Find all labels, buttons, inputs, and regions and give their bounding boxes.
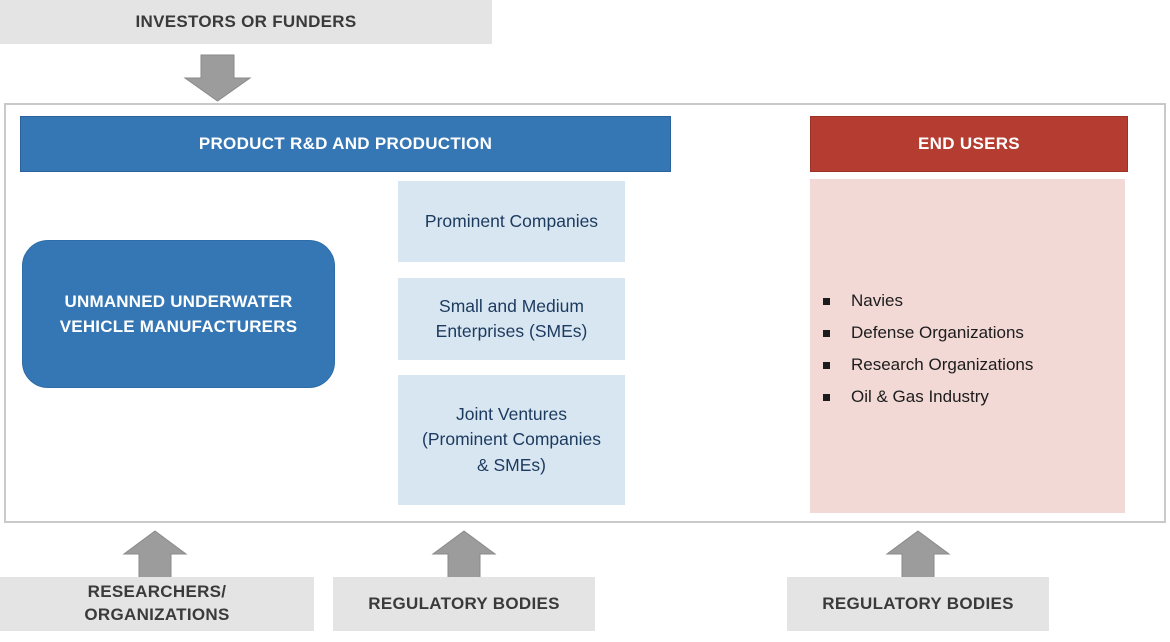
- company-box-smes: Small and Medium Enterprises (SMEs): [398, 278, 625, 360]
- regulatory-bodies-label: REGULATORY BODIES: [368, 593, 560, 613]
- product-rd-header-label: PRODUCT R&D AND PRODUCTION: [198, 134, 493, 153]
- company-box-prominent: Prominent Companies: [398, 181, 625, 262]
- up-arrow-icon: [122, 530, 188, 579]
- up-arrow-icon: [885, 530, 951, 579]
- bullet-square-icon: [823, 361, 830, 369]
- regulatory-bodies-box-left: REGULATORY BODIES: [333, 577, 595, 631]
- end-user-item: Oil & Gas Industry: [822, 381, 1033, 413]
- bullet-square-icon: [823, 297, 830, 305]
- company-box-label: Prominent Companies: [424, 210, 599, 231]
- bullet-square-icon: [823, 393, 830, 401]
- end-users-list: Navies Defense Organizations Research Or…: [822, 285, 1033, 413]
- end-user-label: Research Organizations: [851, 355, 1034, 374]
- manufacturer-label: UNMANNED UNDERWATER VEHICLE MANUFACTURER…: [59, 291, 298, 337]
- bullet-square-icon: [823, 329, 830, 337]
- end-users-box: Navies Defense Organizations Research Or…: [810, 179, 1125, 513]
- end-users-header-label: END USERS: [918, 134, 1020, 153]
- investors-label: INVESTORS OR FUNDERS: [135, 11, 357, 31]
- company-box-label: Small and Medium Enterprises (SMEs): [435, 295, 588, 341]
- up-arrow-icon: [431, 530, 497, 579]
- researchers-organizations-label: RESEARCHERS/ ORGANIZATIONS: [84, 582, 230, 624]
- company-box-joint-ventures: Joint Ventures (Prominent Companies & SM…: [398, 375, 625, 505]
- regulatory-bodies-label: REGULATORY BODIES: [822, 593, 1014, 613]
- end-user-label: Navies: [851, 291, 903, 310]
- researchers-organizations-box: RESEARCHERS/ ORGANIZATIONS: [0, 577, 314, 631]
- end-user-item: Navies: [822, 285, 1033, 317]
- end-user-item: Defense Organizations: [822, 317, 1033, 349]
- investors-box: INVESTORS OR FUNDERS: [0, 0, 492, 44]
- company-box-label: Joint Ventures (Prominent Companies & SM…: [422, 403, 601, 475]
- regulatory-bodies-box-right: REGULATORY BODIES: [787, 577, 1049, 631]
- end-users-header: END USERS: [810, 116, 1128, 172]
- end-user-label: Oil & Gas Industry: [851, 387, 989, 406]
- down-arrow-icon: [183, 54, 252, 102]
- end-user-item: Research Organizations: [822, 349, 1033, 381]
- manufacturer-box: UNMANNED UNDERWATER VEHICLE MANUFACTURER…: [22, 240, 335, 388]
- product-rd-header: PRODUCT R&D AND PRODUCTION: [20, 116, 671, 172]
- block-arrows: [122, 54, 951, 579]
- end-user-label: Defense Organizations: [851, 323, 1024, 342]
